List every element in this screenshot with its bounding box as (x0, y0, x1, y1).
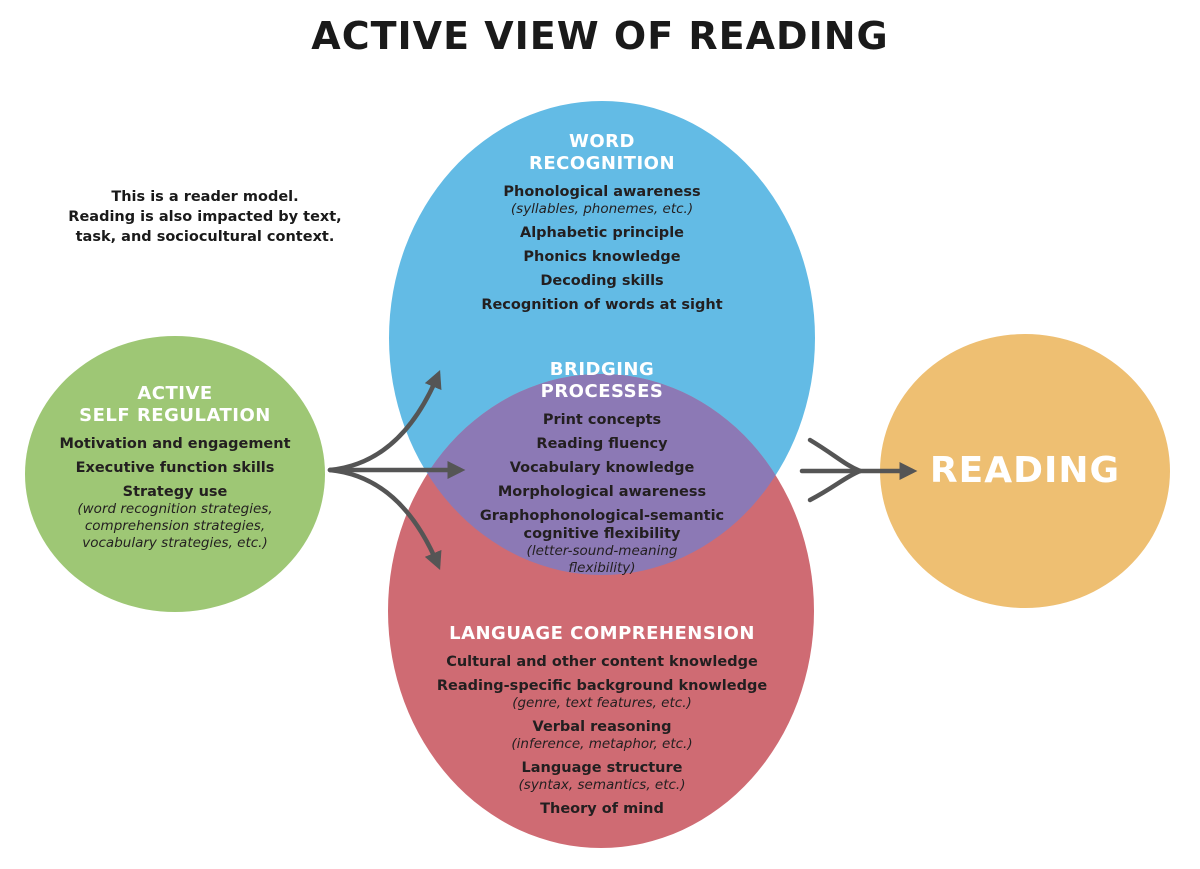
list-item: Motivation and engagement (59, 436, 291, 452)
list-item: Alphabetic principle (519, 225, 684, 241)
item-detail: (syntax, semantics, etc.) (518, 777, 686, 793)
list-item: Theory of mind (540, 801, 664, 817)
word-recognition-text: WORD RECOGNITION Phonological awareness … (452, 131, 752, 314)
self-regulation-arrows (327, 370, 466, 570)
list-item: Reading-specific background knowledge (436, 678, 768, 694)
list-item: Print concepts (542, 412, 662, 428)
bridging-processes-text: BRIDGING PROCESSES Print concepts Readin… (452, 359, 752, 577)
item-detail: vocabulary strategies, etc.) (82, 535, 268, 551)
item-detail: (letter-sound-meaning (526, 543, 678, 559)
reading-arrow (799, 437, 918, 503)
language-comprehension-heading: LANGUAGE COMPREHENSION (449, 623, 755, 644)
item-detail: flexibility) (568, 560, 636, 576)
arrow-to-word-recognition (327, 370, 442, 473)
list-item: Strategy use (122, 484, 228, 500)
page-title: ACTIVE VIEW OF READING (311, 14, 889, 58)
list-item: Language structure (521, 760, 683, 776)
list-item: Reading fluency (536, 436, 668, 452)
self-regulation-heading: ACTIVE SELF REGULATION (79, 383, 271, 426)
arrow-branch-top (807, 437, 863, 474)
list-item: Cultural and other content knowledge (446, 654, 758, 670)
item-detail: comprehension strategies, (84, 518, 266, 534)
item-detail: (inference, metaphor, etc.) (511, 736, 693, 752)
bridging-processes-lens (389, 374, 814, 575)
self-regulation-text: ACTIVE SELF REGULATION Motivation and en… (25, 383, 325, 552)
item-detail: (genre, text features, etc.) (512, 695, 692, 711)
list-item: Graphophonological-semantic cognitive fl… (479, 508, 725, 542)
self-regulation-circle (25, 336, 325, 612)
list-item: Executive function skills (75, 460, 275, 476)
note-line: Reading is also impacted by text, (68, 209, 342, 225)
word-recognition-heading: WORD RECOGNITION (528, 131, 676, 174)
arrow-branch-bottom (807, 468, 863, 503)
list-item: Morphological awareness (497, 484, 707, 500)
reader-model-note: This is a reader model. Reading is also … (30, 187, 380, 247)
item-detail: (word recognition strategies, (77, 501, 273, 517)
reading-circle (880, 334, 1170, 608)
list-item: Decoding skills (540, 273, 664, 289)
note-line: task, and sociocultural context. (75, 229, 335, 245)
language-comprehension-text: LANGUAGE COMPREHENSION Cultural and othe… (402, 623, 802, 818)
list-item: Phonics knowledge (523, 249, 681, 265)
list-item: Recognition of words at sight (481, 297, 723, 313)
note-line: This is a reader model. (111, 189, 299, 205)
reading-label: READING (929, 450, 1121, 491)
list-item: Phonological awareness (503, 184, 701, 200)
arrow-to-language-comprehension (327, 467, 442, 570)
list-item: Verbal reasoning (532, 719, 672, 735)
bridging-processes-heading: BRIDGING PROCESSES (540, 359, 664, 402)
list-item: Vocabulary knowledge (509, 460, 695, 476)
item-detail: (syllables, phonemes, etc.) (510, 201, 694, 217)
